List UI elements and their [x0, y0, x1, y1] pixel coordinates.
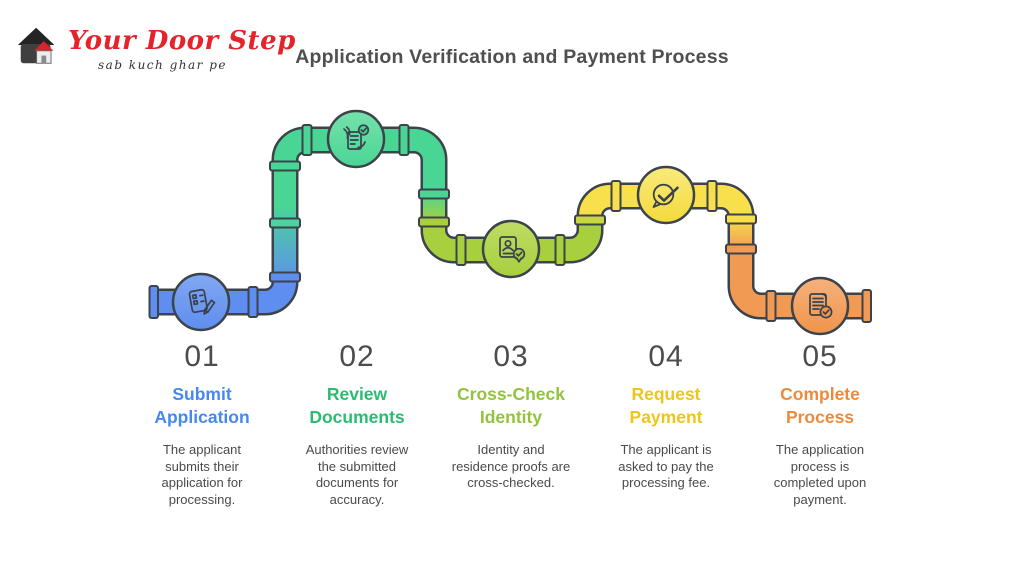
step-node-3	[481, 219, 541, 279]
step-description: The application process is completed upo…	[773, 442, 867, 507]
chat-check-icon	[652, 183, 679, 208]
step-column-1: 01 Submit Application The applicant subm…	[122, 340, 282, 508]
step-column-4: 04 Request Payment The applicant is aske…	[586, 340, 746, 492]
step-description: Authorities review the submitted documen…	[305, 442, 409, 507]
step-title: Request Payment	[629, 384, 703, 427]
brand-tagline: sab kuch ghar pe	[98, 58, 227, 72]
document-review-icon	[343, 124, 370, 150]
step-description: The applicant is asked to pay the proces…	[618, 442, 714, 490]
step-description: Identity and residence proofs are cross-…	[451, 442, 571, 490]
step-node-5	[790, 276, 850, 336]
step-description: The applicant submits their application …	[161, 442, 243, 507]
step-number: 03	[493, 340, 529, 373]
step-title: Submit Application	[154, 384, 250, 427]
step-title: Cross-Check Identity	[457, 384, 565, 427]
id-card-check-icon	[499, 236, 526, 263]
step-column-3: 03 Cross-Check Identity Identity and res…	[431, 340, 591, 492]
page-title: Application Verification and Payment Pro…	[295, 46, 729, 68]
step-number: 05	[802, 340, 838, 373]
step-node-1	[171, 272, 231, 332]
step-column-5: 05 Complete Process The application proc…	[740, 340, 900, 508]
brand-text: Your Door Step	[68, 26, 296, 56]
step-title: Review Documents	[309, 384, 405, 427]
step-column-2: 02 Review Documents Authorities review t…	[277, 340, 437, 508]
house-icon	[17, 27, 55, 64]
step-node-4	[636, 165, 696, 225]
logo: Your Door Step sab kuch ghar pe	[14, 20, 296, 72]
step-number: 04	[648, 340, 684, 373]
step-node-2	[326, 109, 386, 169]
step-title: Complete Process	[780, 384, 860, 427]
document-check-icon	[809, 293, 833, 319]
step-number: 02	[339, 340, 375, 373]
step-number: 01	[184, 340, 220, 373]
form-pencil-icon	[188, 288, 216, 315]
pipe-couplings	[148, 124, 872, 323]
